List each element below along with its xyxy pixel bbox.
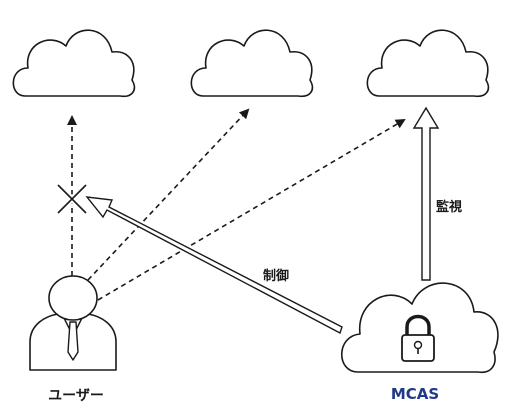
user-label: ユーザー [48, 388, 104, 404]
monitor-label: 監視 [436, 200, 463, 215]
user-icon [29, 275, 117, 371]
cloud-icon-middle [190, 29, 314, 98]
control-label: 制御 [263, 269, 290, 284]
monitor-arrow [412, 106, 440, 281]
dashed-arrow-to-middle-cloud [87, 108, 250, 281]
control-arrow [85, 196, 343, 335]
x-mark-icon [55, 182, 89, 216]
cloud-icon-right [366, 29, 490, 98]
mcas-label: MCAS [390, 385, 440, 403]
dashed-arrow-to-right-cloud [97, 118, 406, 301]
cloud-icon-left [12, 29, 136, 98]
lock-icon [401, 314, 435, 362]
mcas-cloud-icon [340, 282, 499, 374]
